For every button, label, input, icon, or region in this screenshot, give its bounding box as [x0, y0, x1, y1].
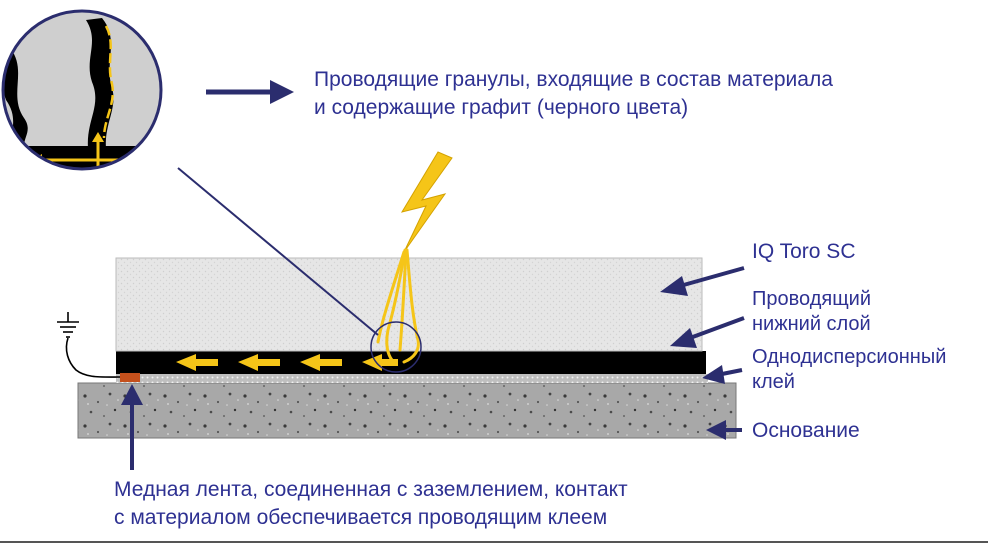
conductive-layer-label-line1: Проводящий — [752, 288, 871, 310]
copper-tape-label-line2: с материалом обеспечивается проводящим к… — [114, 506, 607, 529]
lightning-bolt-icon — [400, 151, 453, 253]
base-layer — [77, 382, 737, 439]
current-flow-arrows — [176, 354, 398, 371]
zoom-connector-line — [177, 167, 379, 336]
magnifier-circle-icon — [1, 9, 163, 171]
bottom-divider — [0, 541, 988, 543]
top-layer — [115, 257, 703, 352]
adhesive-label-line2: клей — [752, 371, 795, 393]
callout-arrows — [121, 80, 745, 470]
copper-tape — [120, 373, 140, 382]
zoom-origin-circle — [370, 321, 422, 373]
iq-toro-label: IQ Toro SC — [752, 240, 855, 263]
conductive-layer-label-line2: нижний слой — [752, 313, 871, 335]
granules-label-line1: Проводящие гранулы, входящие в состав ма… — [314, 68, 833, 91]
copper-tape-label-line1: Медная лента, соединенная с заземлением,… — [114, 478, 628, 501]
granules-label-line2: и содержащие графит (черного цвета) — [314, 96, 688, 119]
adhesive-layer — [116, 374, 708, 383]
base-label: Основание — [752, 419, 860, 442]
adhesive-label-line1: Однодисперсионный — [752, 346, 946, 368]
conductive-bottom-layer — [116, 351, 706, 374]
ground-symbol-icon — [57, 312, 121, 378]
discharge-paths — [376, 248, 420, 364]
